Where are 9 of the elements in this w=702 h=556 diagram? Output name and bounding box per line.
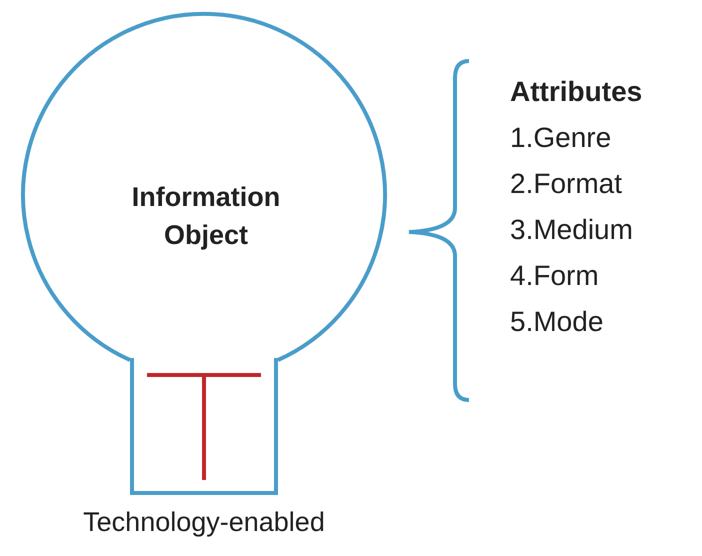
neck-box [130,358,278,495]
list-item: 3.Medium [510,214,633,246]
list-item: 5.Mode [510,306,604,338]
caption-text: Technology-enabled [82,507,326,538]
list-item: 2.Format [510,168,622,200]
list-item: 4.Form [510,260,599,292]
node-title: Information Object [131,181,281,252]
list-heading: Attributes [510,76,642,108]
list-item: 1.Genre [510,122,612,154]
